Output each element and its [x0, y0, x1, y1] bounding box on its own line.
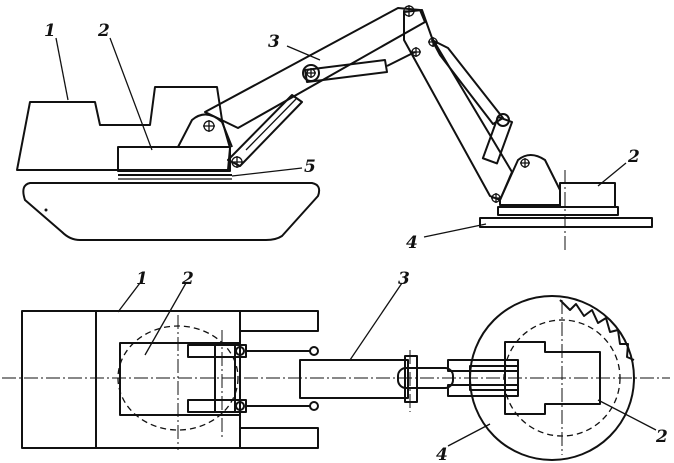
label-4-plan: 4 — [436, 445, 448, 463]
label-5-side: 5 — [304, 157, 316, 177]
boom-lug — [302, 64, 320, 82]
side-leaders — [55, 37, 627, 238]
label-3-side: 3 — [268, 32, 280, 52]
label-2b-side: 2 — [627, 147, 640, 167]
pivot-marks — [203, 5, 530, 203]
cutter-disc-plan — [469, 295, 635, 461]
crawler-track — [22, 182, 321, 241]
turntable-block — [117, 146, 231, 172]
plan-leaders — [117, 282, 657, 447]
boom — [204, 7, 426, 129]
label-1-plan: 1 — [136, 269, 148, 289]
chassis — [21, 310, 241, 449]
label-2b-plan: 2 — [655, 427, 668, 447]
boom-cylinder — [227, 94, 303, 167]
label-4-side: 4 — [406, 233, 418, 253]
label-2-plan: 2 — [181, 269, 194, 289]
cutter-teeth — [559, 299, 635, 361]
head-block — [559, 182, 616, 208]
arm — [403, 9, 513, 201]
label-2-side: 2 — [97, 21, 110, 41]
boom-foot — [177, 113, 233, 148]
side-view: 1 2 3 5 2 4 — [16, 5, 653, 253]
house-body — [16, 86, 231, 171]
label-1-side: 1 — [44, 21, 56, 41]
label-3-plan: 3 — [398, 269, 410, 289]
plan-view: 1 2 3 4 2 — [2, 269, 670, 463]
upper-frame — [119, 342, 241, 416]
arm-cylinder — [304, 59, 388, 83]
boom-plan — [299, 359, 409, 399]
head-block-plan — [504, 341, 601, 415]
cutter-disc — [479, 217, 653, 228]
